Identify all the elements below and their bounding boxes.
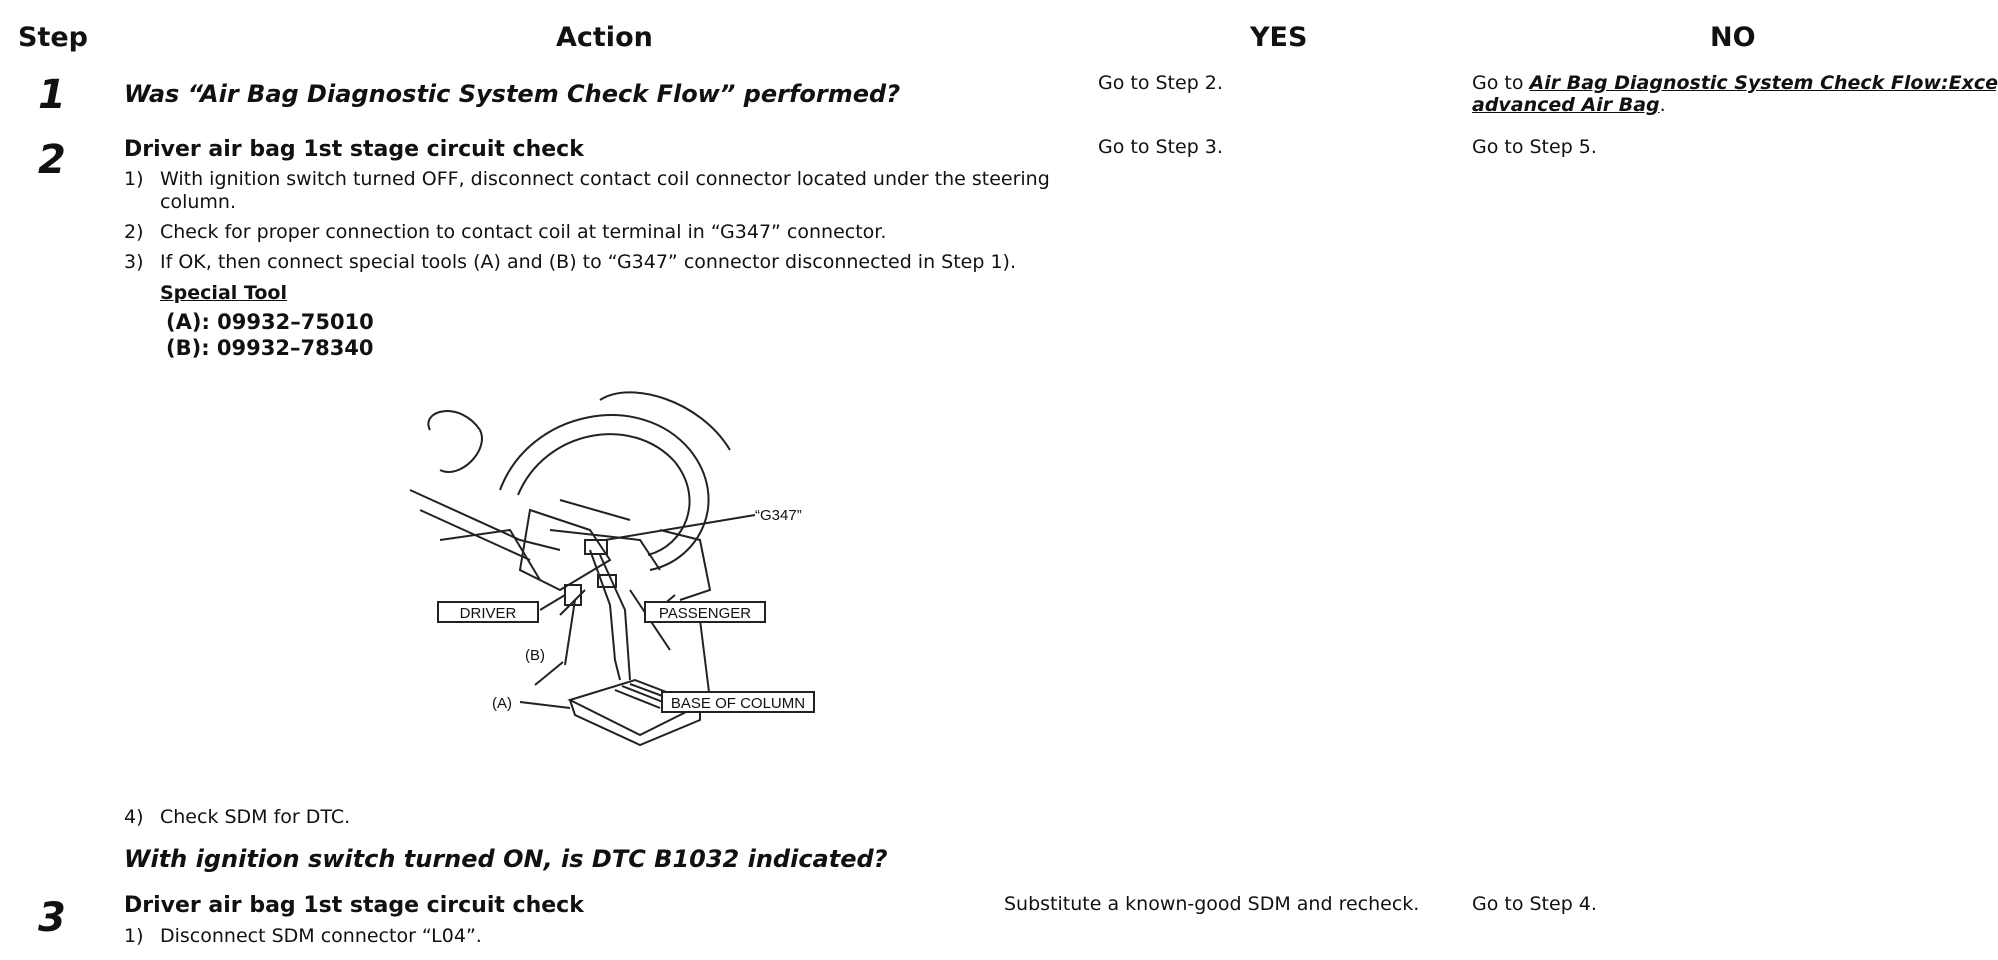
no-action: Go to Step 4. — [1472, 893, 1597, 915]
no-action: Go to Step 5. — [1472, 136, 1597, 158]
passenger-label: PASSENGER — [659, 605, 751, 622]
step-question: Was “Air Bag Diagnostic System Check Flo… — [124, 80, 901, 108]
special-tool-label: Special Tool — [160, 282, 287, 304]
tool-a-label: (A) — [492, 695, 512, 712]
list-item: 1) Disconnect SDM connector “L04”. — [124, 925, 482, 947]
no-prefix: Go to — [1472, 72, 1530, 94]
item-text: With ignition switch turned OFF, disconn… — [160, 168, 1050, 190]
list-item-continuation: column. — [160, 191, 236, 213]
step-title: Driver air bag 1st stage circuit check — [124, 137, 584, 162]
driver-label: DRIVER — [460, 605, 517, 622]
item-number: 1) — [124, 168, 144, 190]
header-no: NO — [1710, 22, 1756, 53]
steering-column-figure: DRIVER PASSENGER “G347” (B) (A) BASE OF … — [409, 391, 815, 747]
item-text: Check for proper connection to contact c… — [160, 221, 887, 243]
item-number: 2) — [124, 221, 144, 243]
passenger-label-box — [644, 601, 766, 623]
item-text: Disconnect SDM connector “L04”. — [160, 925, 482, 947]
no-suffix: . — [1659, 94, 1666, 116]
item-number: 3) — [124, 251, 144, 273]
step-number: 2 — [38, 137, 66, 183]
no-action: Go to Air Bag Diagnostic System Check Fl… — [1472, 72, 1998, 116]
special-tool-b: (B): 09932–78340 — [166, 336, 374, 360]
step-number: 3 — [38, 895, 66, 941]
item-text: If OK, then connect special tools (A) an… — [160, 251, 1017, 273]
tool-b-label: (B) — [525, 647, 545, 664]
step-question: With ignition switch turned ON, is DTC B… — [124, 845, 888, 873]
step-number: 1 — [38, 72, 66, 118]
check-flow-link-line2[interactable]: advanced Air Bag — [1472, 94, 1660, 116]
header-yes: YES — [1250, 22, 1308, 53]
yes-action: Go to Step 3. — [1098, 136, 1223, 158]
g347-label: “G347” — [755, 507, 802, 524]
header-action: Action — [556, 22, 653, 53]
special-tool-a: (A): 09932–75010 — [166, 310, 374, 334]
item-text: Check SDM for DTC. — [160, 806, 351, 828]
item-number: 1) — [124, 925, 144, 947]
list-item: 4) Check SDM for DTC. — [124, 806, 350, 828]
driver-label-box — [437, 601, 539, 623]
item-number: 4) — [124, 806, 144, 828]
list-item: 3) If OK, then connect special tools (A) … — [124, 251, 1016, 273]
base-of-column-label: BASE OF COLUMN — [671, 695, 805, 712]
check-flow-link[interactable]: Air Bag Diagnostic System Check Flow:Exc… — [1529, 72, 1998, 94]
base-label-box — [661, 691, 815, 713]
step-title: Driver air bag 1st stage circuit check — [124, 893, 584, 918]
yes-action: Substitute a known-good SDM and recheck. — [1004, 893, 1420, 915]
header-step: Step — [18, 22, 88, 53]
list-item: 1) With ignition switch turned OFF, disco… — [124, 168, 1050, 190]
yes-action: Go to Step 2. — [1098, 72, 1223, 94]
list-item: 2) Check for proper connection to contact… — [124, 221, 886, 243]
